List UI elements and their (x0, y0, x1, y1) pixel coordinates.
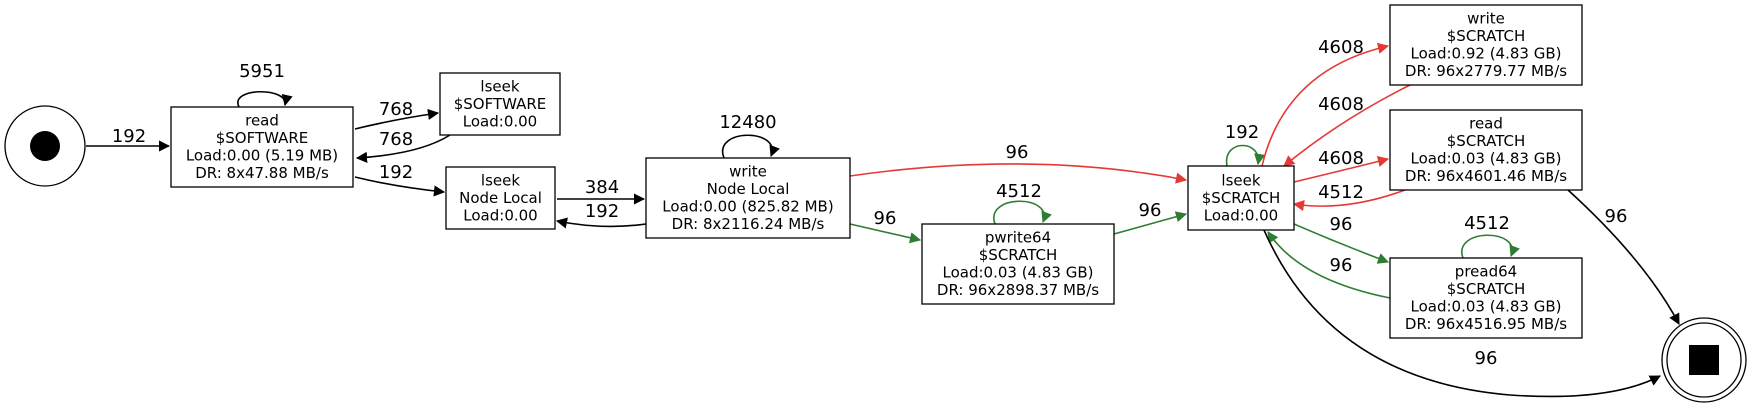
node-lseek-node-local-line-2: Load:0.00 (463, 206, 537, 224)
node-pwrite64-scratch-line-0: pwrite64 (985, 229, 1051, 247)
edge-label-read-scratch-to-lseek-scratch: 4512 (1318, 182, 1364, 203)
edge-label-read-scratch-to-end: 96 (1605, 206, 1628, 227)
node-pread64-scratch-line-3: DR: 96x4516.95 MB/s (1405, 315, 1567, 333)
node-read-scratch-line-0: read (1469, 115, 1503, 133)
node-write-node-local-line-0: write (729, 163, 767, 181)
node-pread64-scratch-line-2: Load:0.03 (4.83 GB) (1411, 298, 1562, 316)
node-write-node-local-line-3: DR: 8x2116.24 MB/s (672, 215, 825, 233)
edge-read-software-self (237, 90, 293, 108)
edge-read-scratch-to-lseek-scratch (1292, 189, 1406, 212)
node-write-scratch-line-0: write (1467, 10, 1505, 28)
node-write-node-local-line-1: Node Local (707, 180, 790, 198)
edge-lseek-scratch-to-write-scratch (1261, 42, 1390, 167)
edge-label-read-software-to-lseek-software: 768 (379, 99, 413, 120)
node-write-scratch-line-2: Load:0.92 (4.83 GB) (1411, 45, 1562, 63)
edge-pread64-scratch-self (1461, 234, 1520, 259)
end-node (1661, 317, 1747, 403)
node-write-node-local-line-2: Load:0.00 (825.82 MB) (662, 198, 833, 216)
node-pwrite64-scratch-line-1: $SCRATCH (979, 246, 1058, 264)
edge-read-scratch-to-end (1567, 189, 1680, 325)
node-pread64-scratch-line-0: pread64 (1455, 263, 1517, 281)
edge-write-scratch-to-lseek-scratch (1283, 84, 1411, 167)
node-lseek-software-line-0: lseek (480, 77, 519, 95)
node-read-software-line-1: $SOFTWARE (216, 129, 309, 147)
edge-lseek-scratch-self (1225, 144, 1266, 167)
start-node (4, 105, 86, 187)
edge-pwrite64-scratch-to-lseek-scratch (1113, 211, 1188, 235)
node-read-software-line-0: read (245, 112, 279, 130)
node-read-software-line-3: DR: 8x47.88 MB/s (195, 164, 329, 182)
edge-write-node-local-to-lseek-node-local (555, 217, 647, 229)
filled-square-icon (1689, 345, 1719, 375)
edge-lseek-scratch-to-end (1263, 229, 1661, 398)
edge-label-lseek-scratch-to-end: 96 (1475, 348, 1498, 369)
edge-read-software-to-lseek-software (354, 108, 440, 130)
edge-pread64-scratch-to-lseek-scratch (1267, 231, 1391, 299)
node-write-scratch-line-1: $SCRATCH (1447, 27, 1526, 45)
edge-label-lseek-scratch-self: 192 (1225, 122, 1259, 143)
node-lseek-software-line-2: Load:0.00 (463, 112, 537, 130)
edge-label-pread64-scratch-to-lseek-scratch: 96 (1330, 255, 1353, 276)
edge-label-write-node-local-to-lseek-scratch: 96 (1006, 142, 1029, 163)
edge-label-read-software-to-lseek-node-local: 192 (379, 162, 413, 183)
node-lseek-scratch-line-2: Load:0.00 (1204, 206, 1278, 224)
node-write-scratch-line-3: DR: 96x2779.77 MB/s (1405, 62, 1567, 80)
edge-label-write-scratch-to-lseek-scratch: 4608 (1318, 94, 1364, 115)
edge-label-lseek-scratch-to-pread64-scratch: 96 (1330, 214, 1353, 235)
edge-lseek-scratch-to-pread64-scratch (1293, 223, 1390, 264)
edge-label-lseek-software-to-read-software: 768 (379, 129, 413, 150)
node-read-software-line-2: Load:0.00 (5.19 MB) (186, 147, 338, 165)
node-lseek-software-line-1: $SOFTWARE (454, 95, 547, 113)
edge-lseek-software-to-read-software (355, 134, 451, 163)
edge-label-lseek-scratch-to-read-scratch: 4608 (1318, 148, 1364, 169)
edge-pwrite64-scratch-self (993, 200, 1052, 225)
node-pread64-scratch-line-1: $SCRATCH (1447, 280, 1526, 298)
edge-labels-layer: 192 5951 768 768 192 384 192 12480 96 96 4512 96 192… (112, 37, 1628, 369)
edge-write-node-local-self (721, 134, 780, 159)
node-pwrite64-scratch-line-2: Load:0.03 (4.83 GB) (943, 264, 1094, 282)
filled-circle-icon (30, 131, 60, 161)
node-lseek-scratch-line-0: lseek (1221, 171, 1260, 189)
edge-label-write-node-local-to-pwrite64-scratch: 96 (874, 208, 897, 229)
edge-label-pwrite64-scratch-to-lseek-scratch: 96 (1139, 200, 1162, 221)
edge-label-read-software-self: 5951 (239, 61, 285, 82)
edge-read-software-to-lseek-node-local (354, 176, 446, 197)
node-lseek-node-local-line-0: lseek (481, 171, 520, 189)
edge-label-write-node-local-self: 12480 (719, 112, 776, 133)
edge-label-lseek-scratch-to-write-scratch: 4608 (1318, 37, 1364, 58)
edge-label-pread64-scratch-self: 4512 (1464, 213, 1510, 234)
edge-write-node-local-to-lseek-scratch (849, 163, 1188, 184)
edge-label-pwrite64-scratch-self: 4512 (996, 181, 1042, 202)
edges-layer (86, 42, 1680, 398)
node-lseek-scratch-line-1: $SCRATCH (1202, 189, 1281, 207)
edge-label-lseek-node-local-to-write-node-local: 384 (585, 177, 619, 198)
edge-write-node-local-to-pwrite64-scratch (849, 223, 922, 244)
edge-lseek-scratch-to-read-scratch (1293, 156, 1390, 183)
node-lseek-node-local-line-1: Node Local (459, 189, 542, 207)
node-read-scratch-line-2: Load:0.03 (4.83 GB) (1411, 150, 1562, 168)
node-pwrite64-scratch-line-3: DR: 96x2898.37 MB/s (937, 281, 1099, 299)
node-read-scratch-line-3: DR: 96x4601.46 MB/s (1405, 167, 1567, 185)
edge-label-write-node-local-to-lseek-node-local: 192 (585, 201, 619, 222)
edge-label-start-to-read-software: 192 (112, 126, 146, 147)
node-read-scratch-line-1: $SCRATCH (1447, 132, 1526, 150)
